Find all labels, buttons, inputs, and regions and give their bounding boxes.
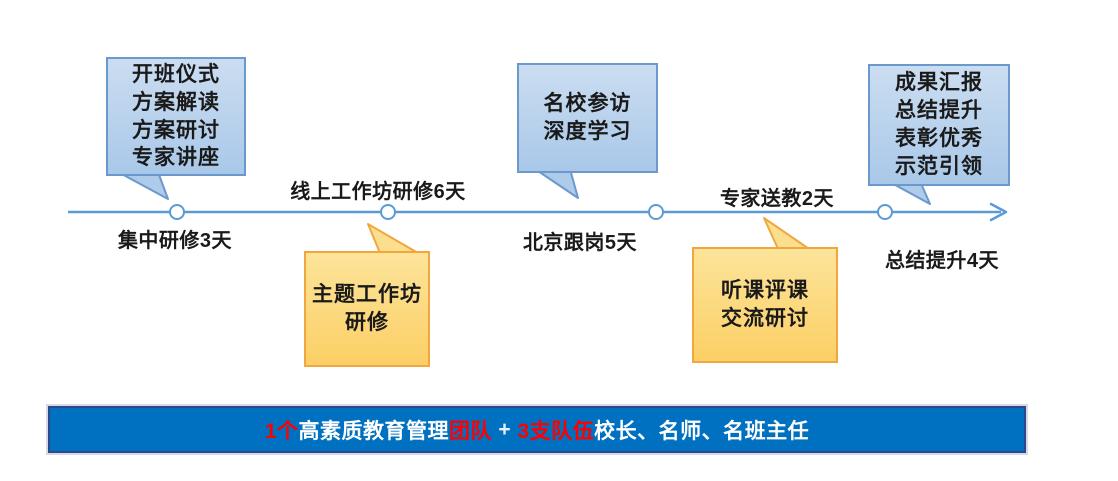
callout-tail-school-visit (534, 168, 579, 199)
callout-line: 表彰优秀 (895, 127, 983, 150)
banner-segment: 校长、名师、名班主任 (594, 419, 810, 443)
callout-line: 方案解读 (132, 90, 220, 114)
callout-line: 研修 (345, 311, 389, 334)
milestone-dot-2 (380, 204, 396, 220)
callout-tail-opening (117, 171, 169, 200)
banner-segment: 团队 (449, 419, 493, 443)
callout-line: 成果汇报 (895, 71, 983, 95)
milestone-label-phase5: 总结提升4天 (884, 250, 1000, 272)
timeline-arrowhead-icon (989, 202, 1008, 222)
callout-lesson-review: 听课评课 交流研讨 (692, 247, 838, 363)
callout-line: 深度学习 (543, 120, 632, 143)
callout-summary: 成果汇报 总结提升 表彰优秀 示范引领 (868, 64, 1010, 186)
banner-segment: 高素质教育管理 (298, 419, 450, 443)
callout-line: 听课评课 (721, 279, 809, 303)
summary-banner: 1个 高素质教育管理 团队 + 3支队伍 校长、名师、名班主任 (48, 406, 1026, 453)
callout-tail-theme-workshop (367, 223, 419, 254)
banner-segment: 1个 (264, 419, 299, 443)
milestone-label-phase3: 北京跟岗5天 (522, 232, 638, 254)
milestone-dot-4 (877, 204, 893, 220)
callout-theme-workshop: 主题工作坊 研修 (304, 251, 430, 367)
callout-line: 总结提升 (895, 99, 983, 123)
banner-segment: + (492, 417, 518, 441)
callout-line: 名校参访 (543, 92, 632, 116)
milestone-label-phase4: 专家送教2天 (719, 188, 835, 210)
banner-segment: 3支队伍 (517, 419, 595, 443)
milestone-dot-3 (648, 204, 664, 220)
milestone-label-phase1: 集中研修3天 (117, 230, 233, 252)
callout-line: 专家讲座 (132, 146, 220, 170)
milestone-dot-1 (169, 204, 185, 220)
callout-line: 方案研讨 (132, 118, 220, 142)
callout-line: 示范引领 (895, 154, 983, 178)
callout-line: 开班仪式 (132, 62, 220, 86)
milestone-label-phase2: 线上工作坊研修6天 (290, 181, 466, 203)
callout-line: 主题工作坊 (312, 283, 422, 307)
callout-school-visit: 名校参访 深度学习 (517, 63, 658, 173)
callout-opening: 开班仪式 方案解读 方案研讨 专家讲座 (106, 57, 246, 176)
callout-line: 交流研讨 (721, 307, 809, 330)
